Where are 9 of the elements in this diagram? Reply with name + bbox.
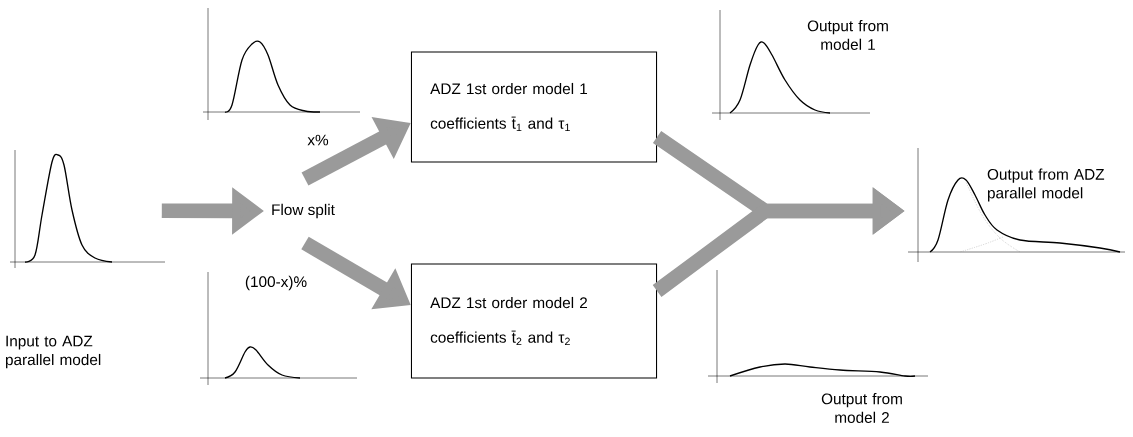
caption-text: Output from model 1 <box>807 20 888 50</box>
model-box: ADZ 1st order model 1 coefficients t̄$_{1}$ and τ$_{1}$ <box>410 51 658 163</box>
model-box: ADZ 1st order model 2 coefficients t̄$_{2}$ and τ$_{2}$ <box>410 263 658 379</box>
flow-split-text: Flow split <box>272 203 335 219</box>
caption-text: Output from model 2 <box>821 393 902 423</box>
distribution-plot-drawing: Output from ADZ parallel model <box>907 147 1126 263</box>
distribution-plot-drawing: Input to ADZ parallel model <box>6 149 166 369</box>
edge-label: x% <box>307 134 329 146</box>
edge-label: (100-x)% <box>245 275 307 291</box>
